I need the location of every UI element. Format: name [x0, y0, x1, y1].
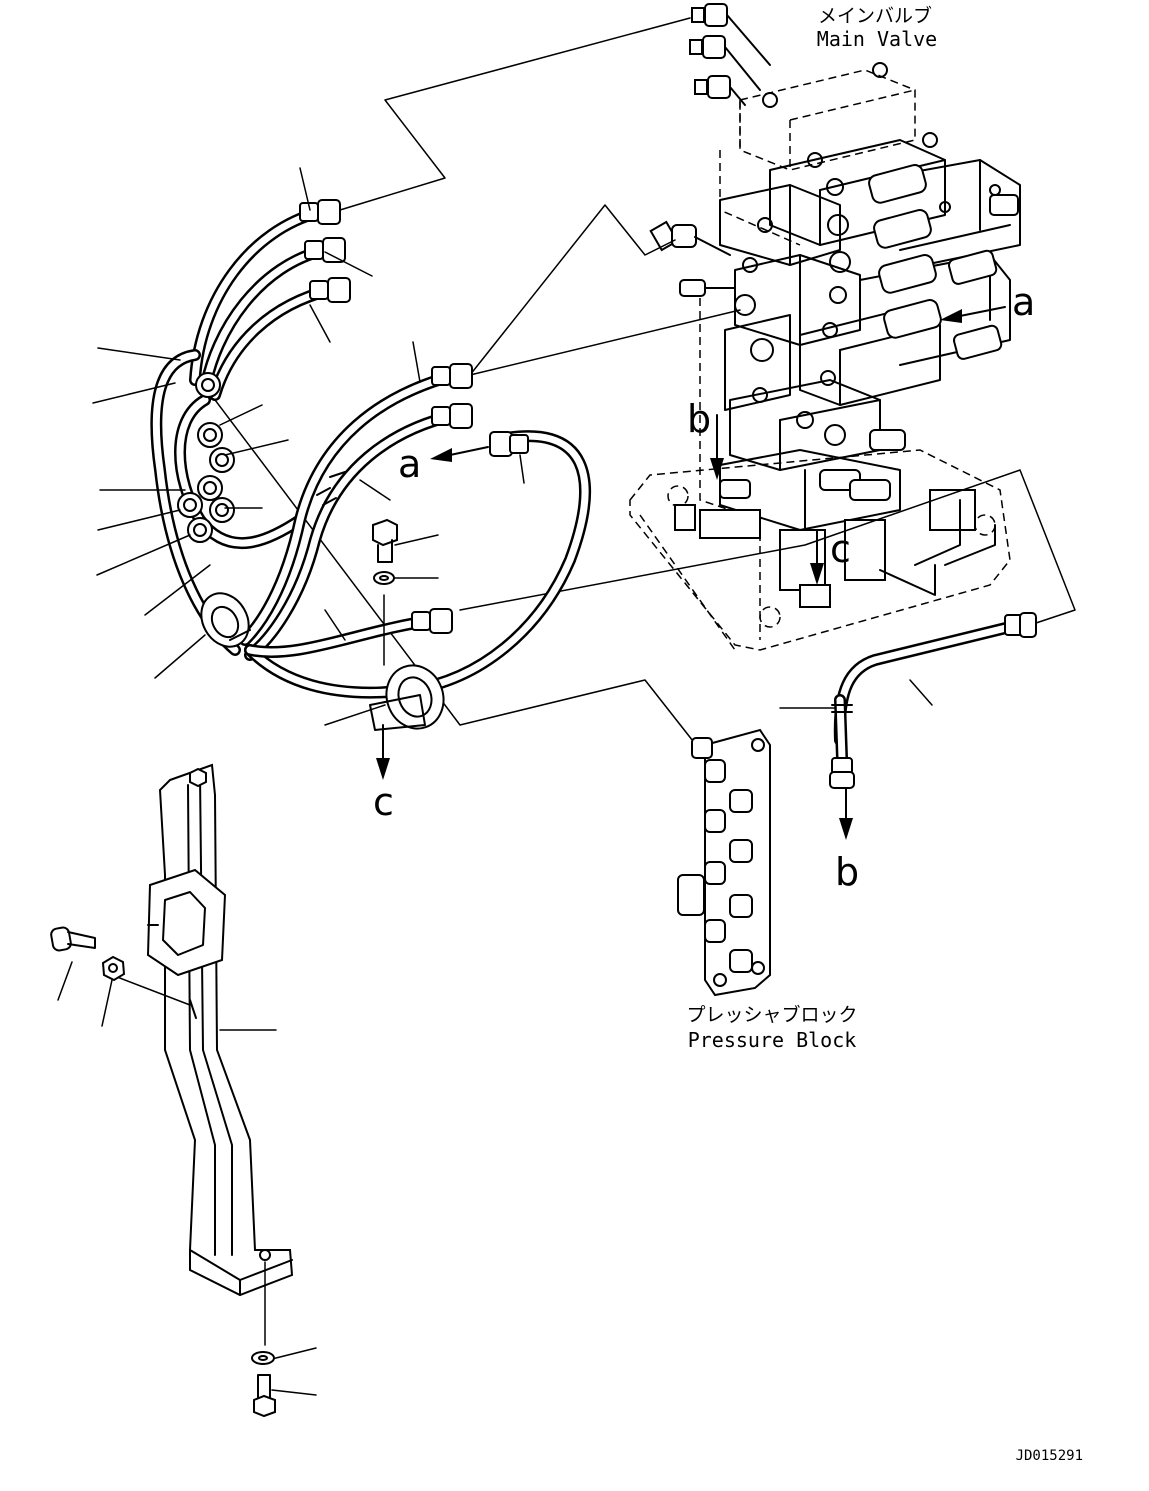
hose-fittings-upper — [299, 199, 529, 634]
bottom-bolt — [251, 1351, 276, 1418]
hose-assembly — [150, 199, 592, 731]
main-valve-label-jp: メインバルブ — [818, 4, 932, 27]
reference-arrows — [376, 306, 1006, 840]
main-valve-top-fittings — [649, 3, 771, 297]
connection-leaders — [199, 17, 1076, 751]
hose-clamp-left — [200, 592, 251, 648]
arrow-label-a-right: a — [1012, 280, 1035, 324]
bracket-bolt-and-nut — [50, 926, 126, 982]
part-callouts — [57, 167, 933, 1396]
hose-fittings-left — [177, 372, 235, 543]
arrow-label-b-upper: b — [687, 397, 711, 441]
pressure-block-label-en: Pressure Block — [688, 1028, 857, 1052]
main-valve-label-en: Main Valve — [817, 27, 937, 51]
main-valve — [629, 3, 1021, 651]
hose-clamp-bottom — [369, 664, 445, 731]
pressure-block-ports — [677, 737, 753, 973]
pressure-block-label-jp: プレッシャブロック — [686, 1003, 857, 1026]
clamp-bolt — [372, 518, 398, 666]
pressure-block — [677, 728, 771, 997]
drawing-code: JD015291 — [1016, 1448, 1083, 1464]
support-bracket — [111, 763, 294, 1346]
pressure-pipe — [829, 612, 1037, 789]
arrow-label-c-upper: c — [830, 527, 851, 571]
arrow-label-c-lower: c — [373, 780, 394, 824]
arrow-label-b-lower: b — [835, 850, 859, 894]
arrow-label-a-left: a — [398, 442, 421, 486]
